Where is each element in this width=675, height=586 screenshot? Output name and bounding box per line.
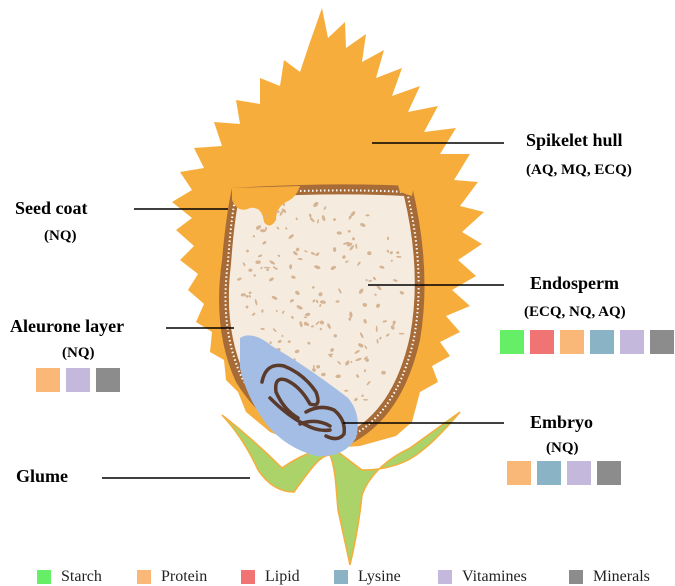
endosperm-swatch-vitamines [620,330,644,354]
embryo-qualities: (NQ) [546,440,579,457]
legend-swatch [37,570,51,584]
embryo-swatch-vitamines [567,461,591,485]
endosperm-swatch-minerals [650,330,674,354]
legend-item-minerals: Minerals [569,568,650,586]
aleurone-layer-swatch-protein [36,368,60,392]
legend-swatch [137,570,151,584]
legend-item-lysine: Lysine [334,568,401,586]
aleurone-layer-swatch-vitamines [66,368,90,392]
legend-label: Vitamines [462,568,527,586]
legend-label: Minerals [593,568,650,586]
endosperm-swatch-protein [560,330,584,354]
aleurone-layer-label: Aleurone layer [10,316,124,337]
speckle [366,214,370,216]
embryo-label: Embryo [530,412,593,433]
legend-label: Protein [161,568,207,586]
legend-label: Lipid [265,568,300,586]
aleurone-layer-qualities: (NQ) [62,345,95,362]
seed-coat-qualities: (NQ) [44,228,77,245]
legend-swatch [334,570,348,584]
spikelet-hull-label: Spikelet hull [526,130,623,151]
legend-swatch [438,570,452,584]
legend-swatch [569,570,583,584]
endosperm-swatch-lipid [530,330,554,354]
embryo-swatch-minerals [597,461,621,485]
endosperm-swatch-lysine [590,330,614,354]
legend-label: Starch [61,568,102,586]
seed-coat-label: Seed coat [15,198,87,219]
legend-label: Lysine [358,568,401,586]
legend-item-starch: Starch [37,568,102,586]
legend-item-vitamines: Vitamines [438,568,527,586]
legend-item-lipid: Lipid [241,568,300,586]
endosperm-label: Endosperm [530,273,619,294]
speckle [304,322,308,326]
legend-item-protein: Protein [137,568,207,586]
legend-swatch [241,570,255,584]
endosperm-swatch-starch [500,330,524,354]
endosperm-qualities: (ECQ, NQ, AQ) [524,304,626,321]
spikelet-hull-qualities: (AQ, MQ, ECQ) [526,162,632,179]
aleurone-layer-swatch-minerals [96,368,120,392]
embryo-swatch-protein [507,461,531,485]
embryo-swatch-lysine [537,461,561,485]
glume-label: Glume [16,466,68,487]
